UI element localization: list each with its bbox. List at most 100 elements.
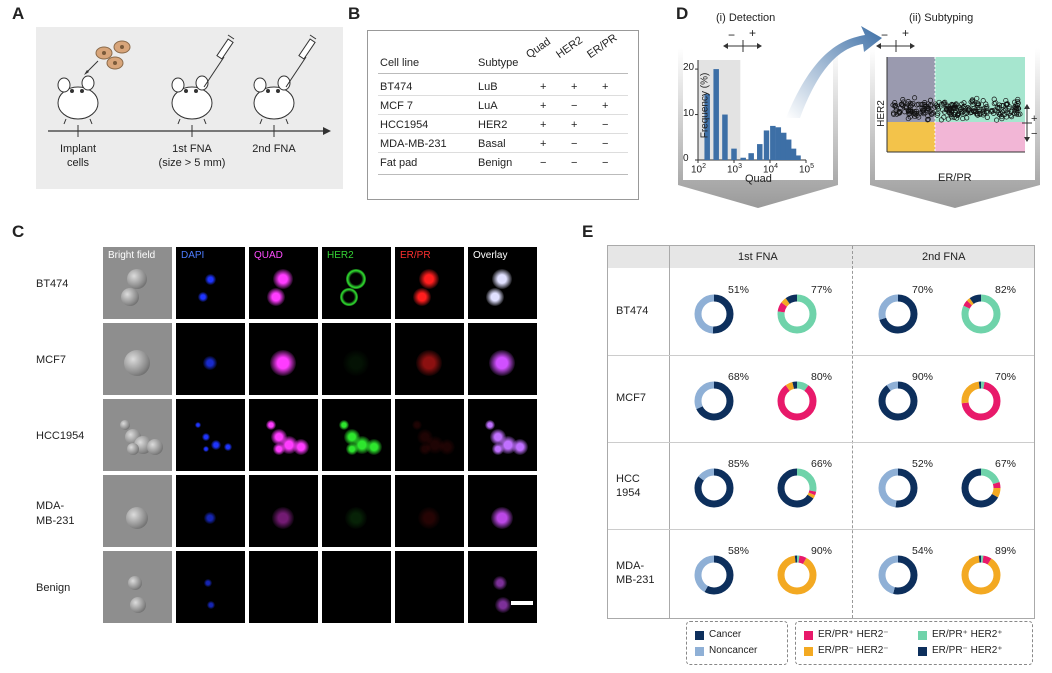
cell-blob	[346, 443, 358, 455]
scatter-point	[966, 106, 972, 112]
donut-percent: 82%	[995, 284, 1017, 296]
x-tick-label: 102	[691, 163, 706, 175]
scatter-point	[925, 117, 931, 123]
donut-segment	[878, 468, 918, 508]
micrograph-er-pr	[395, 475, 464, 547]
row-divider	[378, 95, 628, 96]
cell-blob	[413, 288, 431, 306]
donut-segment	[878, 294, 918, 334]
scatter-point	[969, 97, 975, 103]
scatter-point	[983, 101, 989, 107]
scatter-point	[949, 108, 955, 115]
micrograph-overlay	[468, 323, 537, 395]
row-label: Benign	[36, 582, 71, 594]
row-label: BT474	[616, 305, 649, 317]
micrograph-her2	[322, 551, 391, 623]
cell-blob	[426, 436, 444, 454]
donut-chart	[777, 294, 817, 334]
legend-subtypes: ER/PR⁺ HER2⁻ ER/PR⁻ HER2⁻ ER/PR⁺ HER2⁺ E…	[795, 621, 1033, 665]
channel-label: Overlay	[473, 250, 508, 261]
donut-chart	[777, 555, 817, 595]
scatter-point	[960, 116, 966, 122]
donut-segment	[961, 381, 1001, 421]
donut-segment	[878, 555, 918, 595]
legend-label-erpr-neg-her2-neg: ER/PR⁻ HER2⁻	[818, 645, 889, 656]
scatter-point	[964, 115, 970, 121]
histogram-bar	[722, 114, 728, 160]
cell-blob	[202, 445, 210, 453]
header-quad: Quad	[524, 35, 554, 61]
channel-label: Bright field	[108, 250, 156, 261]
micrograph-overlay: Overlay	[468, 247, 537, 319]
x-tick-exp: 5	[810, 163, 815, 170]
donut-segment	[961, 381, 1001, 421]
scatter-point	[999, 116, 1005, 122]
syringe-icon	[285, 34, 317, 88]
scatter-point	[925, 108, 931, 114]
scatter-point	[1006, 104, 1012, 110]
header-her2: HER2	[554, 34, 586, 61]
legend-swatch-erpr-neg-her2-neg	[804, 647, 813, 656]
donut-chart	[878, 468, 918, 508]
micrograph-her2	[322, 475, 391, 547]
cell-blob	[512, 439, 528, 455]
panel-c-label: C	[12, 222, 25, 241]
x-tick-label: 103	[727, 163, 742, 175]
donut-chart	[777, 468, 817, 508]
row-label: MCF7	[36, 354, 66, 366]
scatter-point	[951, 114, 957, 120]
header-subtype: Subtype	[478, 57, 519, 69]
donut-segment	[878, 381, 918, 421]
donut-percent: 85%	[728, 458, 750, 470]
donut-segment	[694, 468, 734, 508]
donut-segment	[961, 468, 1001, 508]
donut-percent: 54%	[912, 545, 934, 557]
detection-plus: +	[749, 26, 757, 40]
donut-chart	[694, 468, 734, 508]
row-divider	[378, 114, 628, 115]
donut-segment	[777, 381, 817, 421]
scatter-point	[994, 117, 1000, 123]
scatter-point	[979, 109, 986, 115]
micrograph-bright-field: Bright field	[103, 247, 172, 319]
scatter-point	[916, 114, 922, 120]
micrograph-bright-field	[103, 551, 172, 623]
mouse-icon	[253, 75, 295, 125]
cell-blob	[493, 576, 507, 590]
row-divider	[608, 529, 1034, 530]
table-cell: MCF 7	[380, 100, 413, 112]
scatter-point	[891, 111, 897, 117]
cell-blob	[204, 579, 212, 587]
table-cell: BT474	[380, 81, 413, 93]
scatter-point	[952, 103, 958, 109]
histogram-bar	[790, 148, 797, 160]
row-label: MDA- MB-231	[36, 500, 75, 527]
scatter-point	[936, 99, 942, 105]
cell-blob	[340, 288, 358, 306]
scatter-point	[974, 95, 980, 101]
legend-swatch-erpr-pos-her2-pos	[918, 631, 927, 640]
step-first-fna-label: 1st FNA (size > 5 mm)	[158, 143, 226, 169]
donut-chart	[777, 381, 817, 421]
her2-minus: −	[1031, 128, 1038, 140]
donut-segment	[694, 294, 734, 334]
donut-chart	[878, 294, 918, 334]
cell-blob	[130, 597, 146, 613]
micrograph-dapi	[176, 323, 245, 395]
donut-chart	[694, 381, 734, 421]
panel-b-label: B	[348, 4, 361, 23]
histogram-bar	[795, 155, 801, 160]
scatter-point	[892, 100, 898, 106]
scatter-point	[951, 112, 957, 118]
scatter-point	[1016, 105, 1022, 112]
mouse-icon	[171, 75, 213, 125]
scatter-point	[962, 105, 969, 111]
scale-bar	[511, 601, 533, 605]
histogram-bar	[763, 130, 770, 160]
scatter-point	[995, 105, 1001, 112]
y-tick-label: 10	[683, 107, 695, 119]
scatter-point	[961, 108, 967, 114]
micrograph-quad	[249, 399, 318, 471]
table-cell: −	[571, 157, 578, 169]
